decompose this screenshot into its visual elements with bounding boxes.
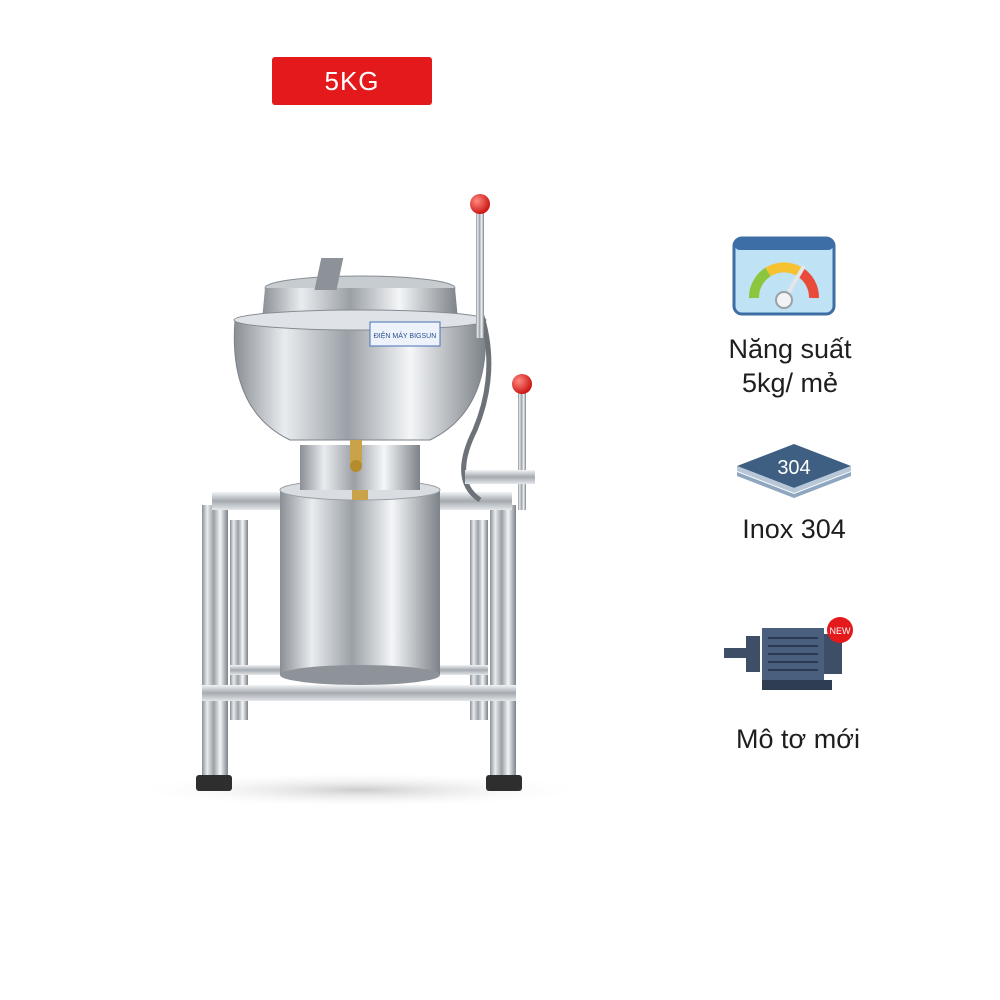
feature-motor-line1: Mô tơ mới — [736, 724, 860, 754]
motor-icon: NEW — [724, 617, 853, 690]
feature-material-line1: Inox 304 — [742, 514, 846, 544]
new-badge-text: NEW — [830, 626, 852, 636]
gauge-icon — [732, 236, 836, 316]
stainless-sheet-icon: 304 — [737, 444, 851, 498]
product-logo-text: ĐIỆN MÁY BIGSUN — [374, 331, 437, 340]
capacity-badge: 5KG — [272, 57, 432, 105]
juicer-machine-image: ĐIỆN MÁY BIGSUN — [130, 194, 590, 808]
feature-material-label: Inox 304 — [700, 512, 888, 546]
feature-motor-label: Mô tơ mới — [700, 722, 896, 756]
feature-capacity-line2: 5kg/ mẻ — [741, 368, 839, 398]
feature-capacity-label: Năng suất 5kg/ mẻ — [700, 332, 880, 400]
stainless-grade-text: 304 — [777, 457, 810, 479]
feature-capacity-line1: Năng suất — [728, 334, 852, 364]
